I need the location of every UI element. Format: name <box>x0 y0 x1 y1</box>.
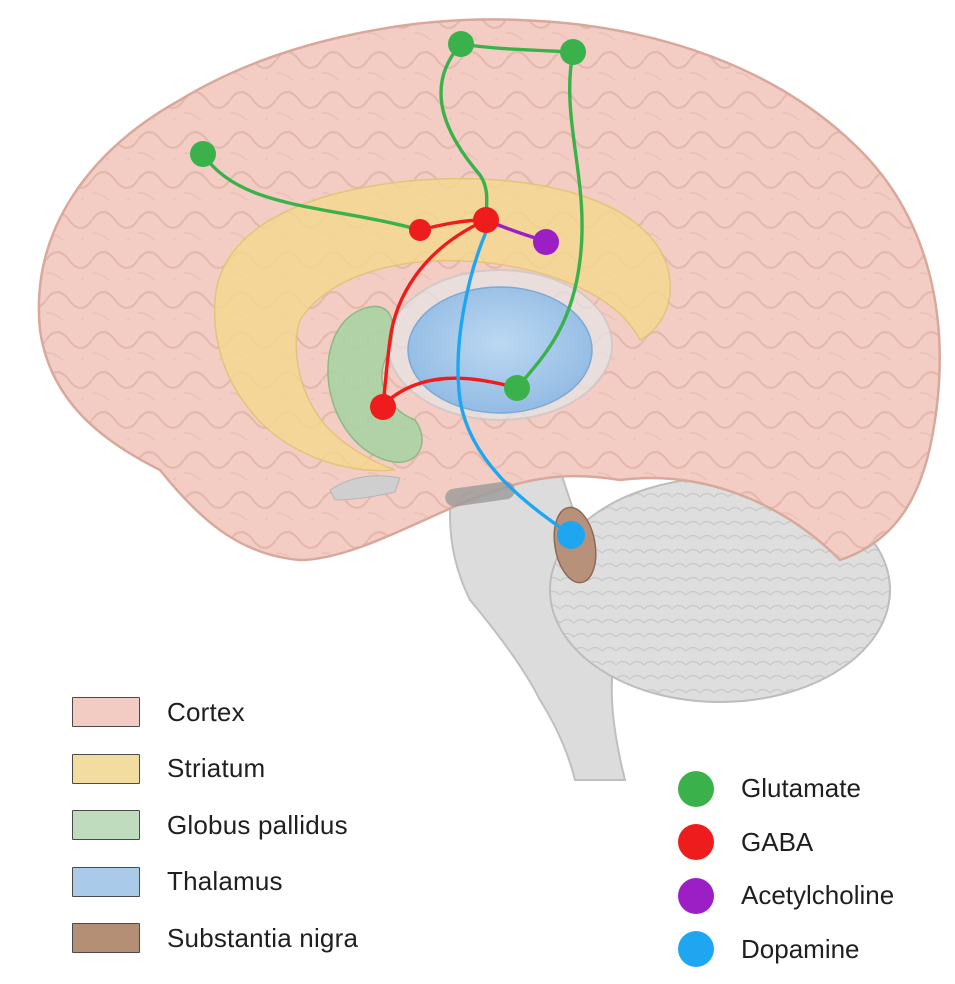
legend-item-cortex: Cortex <box>72 684 358 741</box>
legend-label-gaba: GABA <box>741 827 813 858</box>
glutamate-node-top-right <box>560 39 586 65</box>
legend-label-dopamine: Dopamine <box>741 934 860 965</box>
thalamus-region <box>388 270 612 420</box>
legend-label-thalamus: Thalamus <box>167 866 283 897</box>
cortex-swatch <box>72 697 140 727</box>
legend-item-thalamus: Thalamus <box>72 854 358 911</box>
glutamate-node-frontal <box>190 141 216 167</box>
legend-item-globus-pallidus: Globus pallidus <box>72 797 358 854</box>
acetylcholine-node <box>533 229 559 255</box>
dopamine-node <box>557 521 585 549</box>
legend-item-gaba: GABA <box>678 816 894 870</box>
neurotransmitter-legend: Glutamate GABA Acetylcholine Dopamine <box>678 762 894 976</box>
region-legend: Cortex Striatum Globus pallidus Thalamus… <box>72 684 358 967</box>
gaba-node-striatum-left <box>409 219 431 241</box>
legend-item-dopamine: Dopamine <box>678 923 894 977</box>
legend-label-glutamate: Glutamate <box>741 773 861 804</box>
substantia-nigra-swatch <box>72 923 140 953</box>
gaba-node-striatum-main <box>473 207 499 233</box>
legend-label-striatum: Striatum <box>167 753 265 784</box>
striatum-swatch <box>72 754 140 784</box>
globus-pallidus-swatch <box>72 810 140 840</box>
thalamus-swatch <box>72 867 140 897</box>
legend-item-striatum: Striatum <box>72 741 358 798</box>
glutamate-node-thalamus <box>504 375 530 401</box>
legend-item-acetylcholine: Acetylcholine <box>678 869 894 923</box>
gaba-node-pallidus <box>370 394 396 420</box>
glutamate-node-top-left <box>448 31 474 57</box>
acetylcholine-dot-icon <box>678 878 714 914</box>
legend-label-substantia-nigra: Substantia nigra <box>167 923 358 954</box>
legend-label-acetylcholine: Acetylcholine <box>741 880 894 911</box>
legend-label-globus-pallidus: Globus pallidus <box>167 810 348 841</box>
gaba-dot-icon <box>678 824 714 860</box>
legend-label-cortex: Cortex <box>167 697 245 728</box>
glutamate-dot-icon <box>678 771 714 807</box>
legend-item-substantia-nigra: Substantia nigra <box>72 910 358 967</box>
legend-item-glutamate: Glutamate <box>678 762 894 816</box>
dopamine-dot-icon <box>678 931 714 967</box>
